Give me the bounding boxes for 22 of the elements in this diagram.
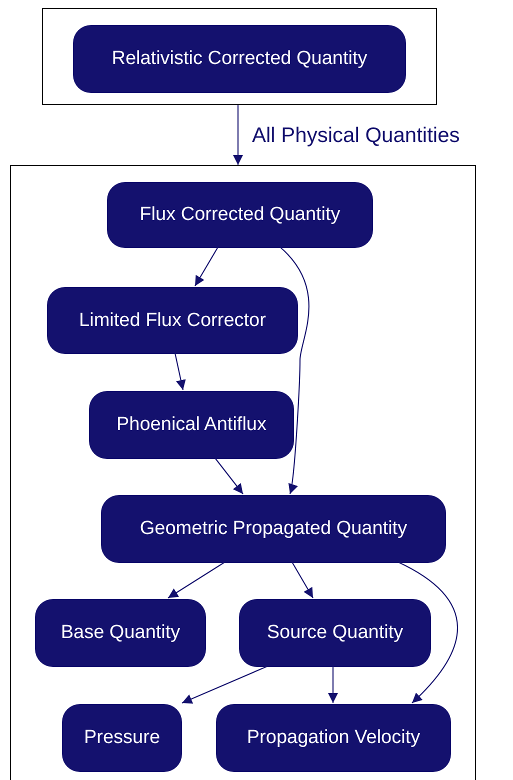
- arrow: [280, 246, 310, 494]
- node-pill: Source Quantity: [239, 599, 431, 667]
- node-pill: Base Quantity: [35, 599, 206, 667]
- edge-label: All Physical Quantities: [252, 124, 460, 148]
- arrow: [182, 666, 268, 704]
- cluster-frame: [10, 165, 476, 780]
- node-pill: Propagation Velocity: [216, 704, 451, 772]
- node-pill: Flux Corrected Quantity: [107, 182, 373, 248]
- arrow: [328, 666, 338, 703]
- node-pill: Phoenical Antiflux: [89, 391, 294, 459]
- arrow: [292, 562, 314, 598]
- arrow: [398, 562, 458, 704]
- node-pill: Relativistic Corrected Quantity: [73, 25, 406, 93]
- node-pill: Limited Flux Corrector: [47, 287, 298, 354]
- node-pill: Pressure: [62, 704, 182, 772]
- cluster-frame: [42, 8, 437, 105]
- arrow: [194, 246, 218, 286]
- arrow: [233, 105, 243, 165]
- arrow: [168, 562, 226, 598]
- node-pill: Geometric Propagated Quantity: [101, 495, 446, 563]
- arrow: [214, 458, 244, 494]
- arrow: [174, 352, 186, 390]
